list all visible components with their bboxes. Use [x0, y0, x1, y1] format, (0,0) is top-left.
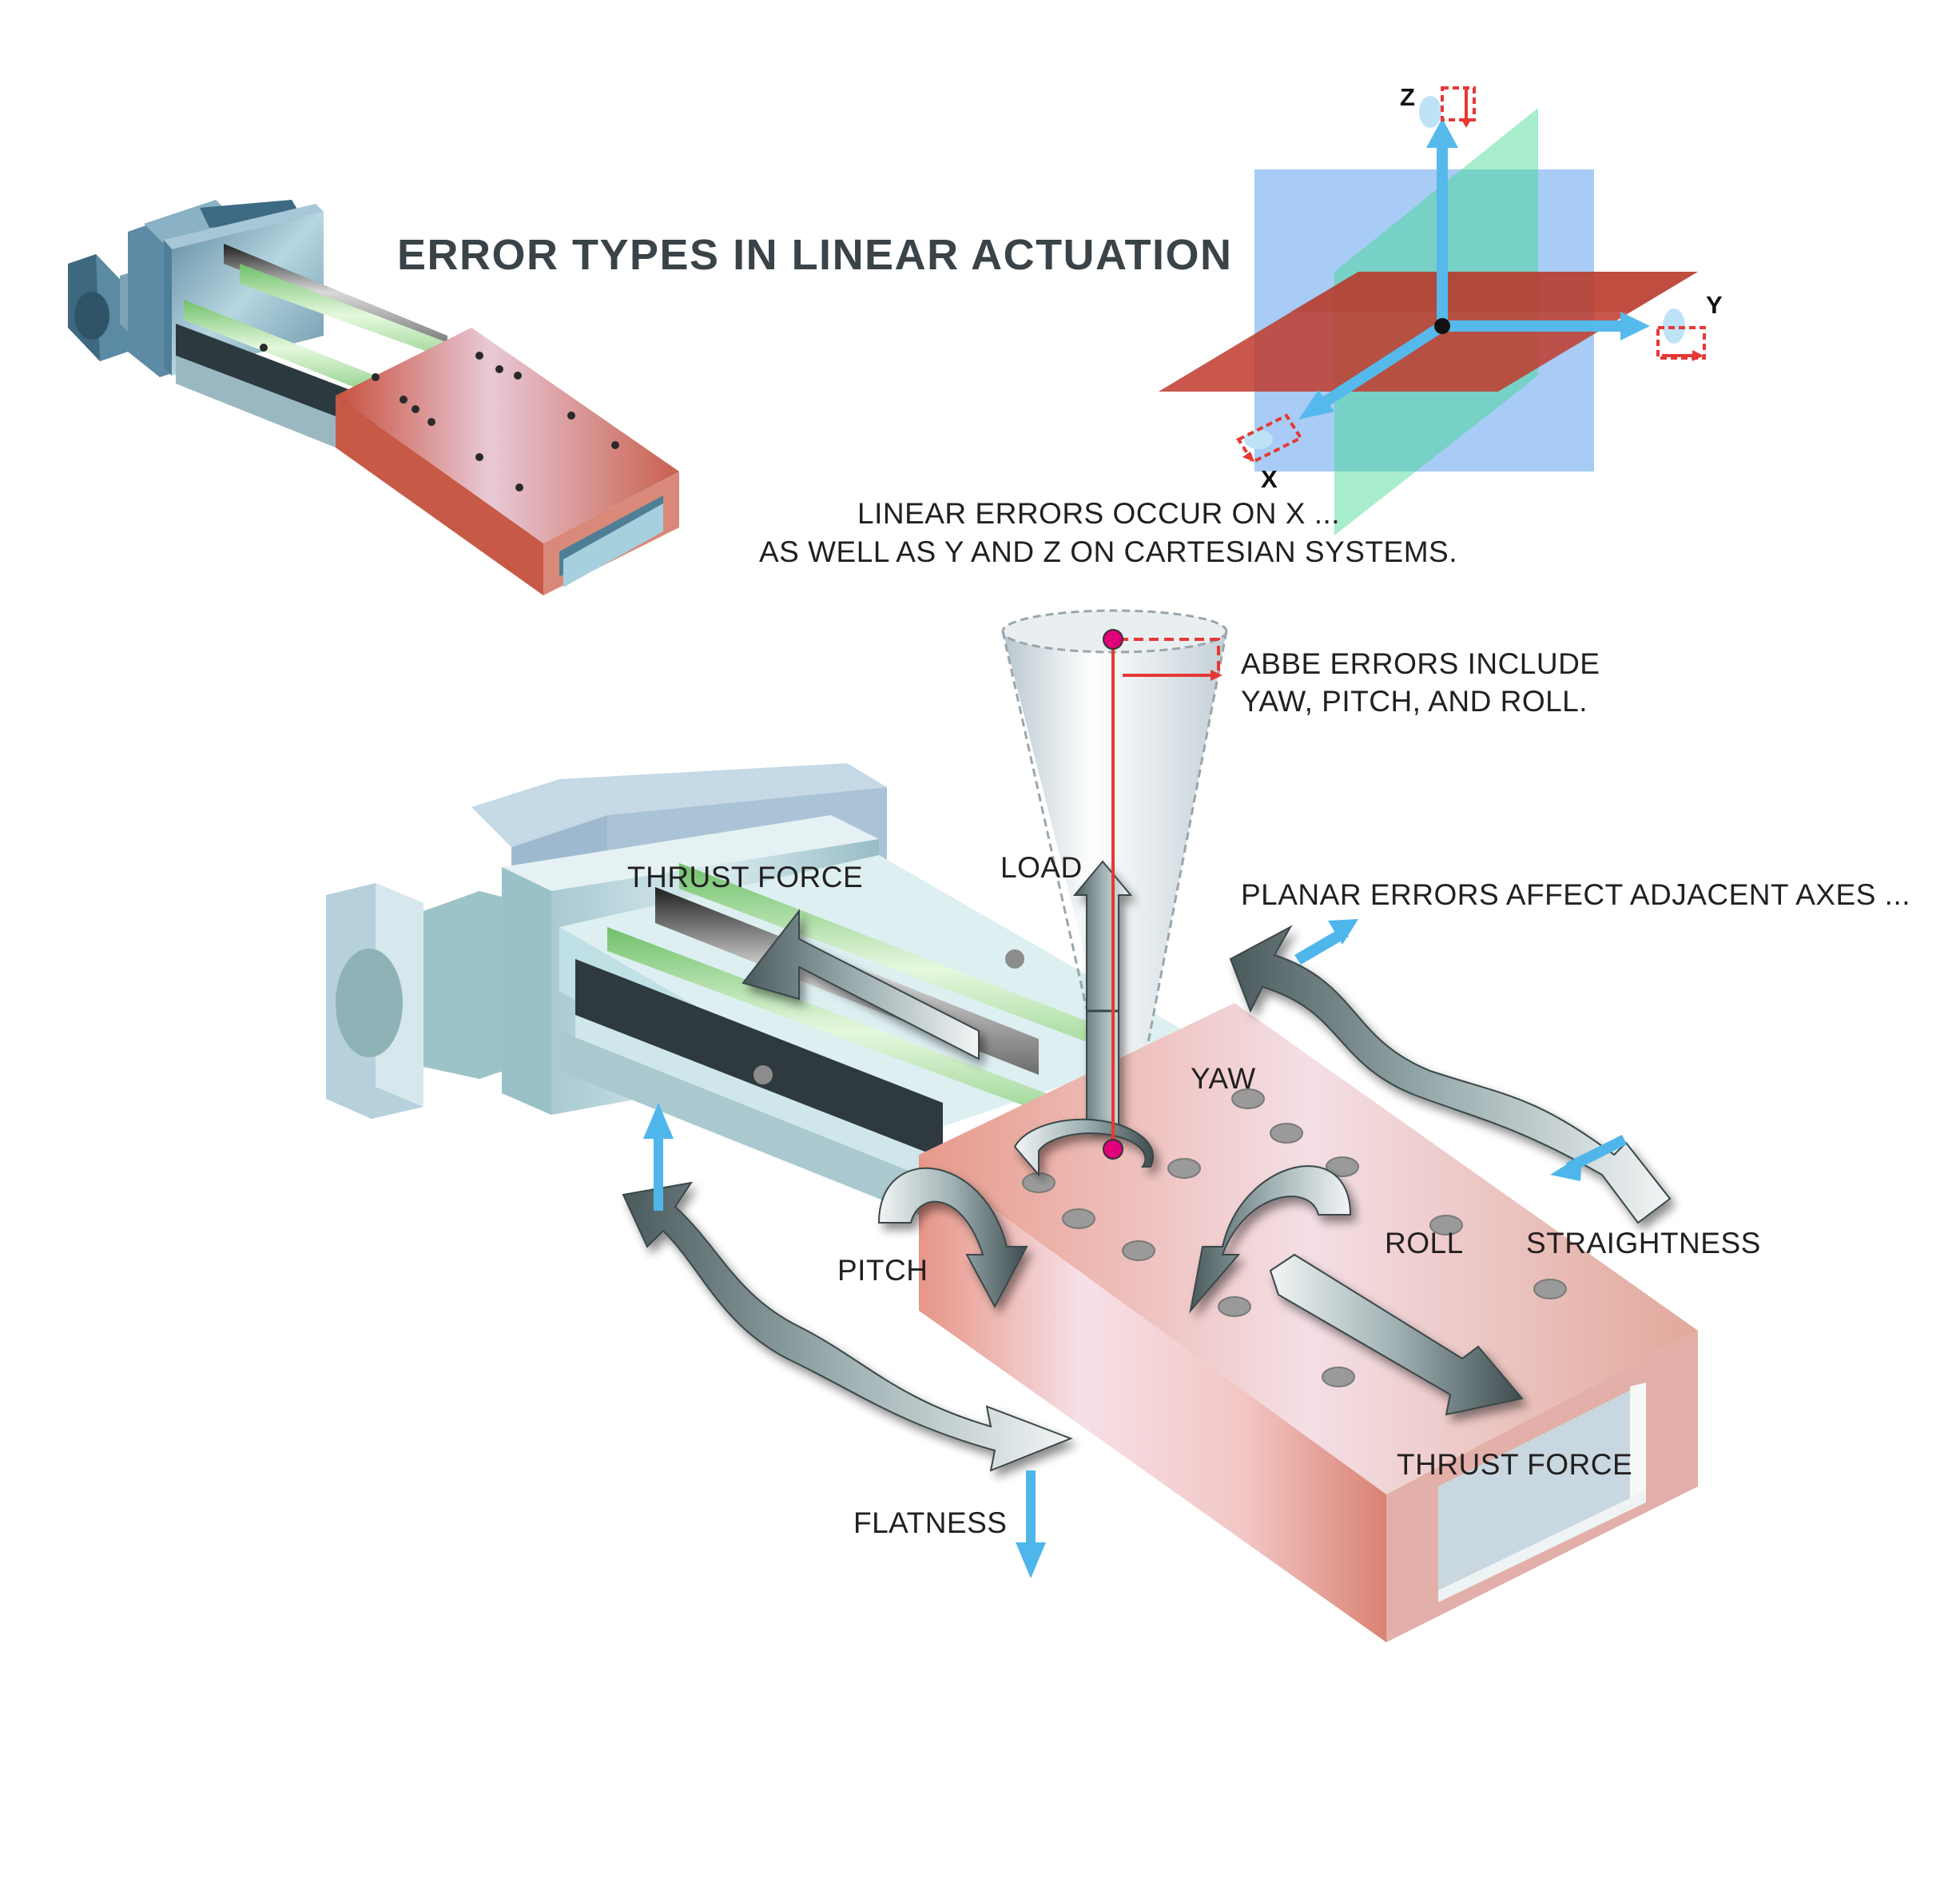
label-thrust-force-bottom: THRUST FORCE — [1397, 1448, 1632, 1481]
small-actuator-illustration — [68, 200, 679, 595]
flatness-arrow — [622, 1181, 1073, 1472]
straightness-arrow — [1229, 925, 1672, 1224]
large-actuator-illustration — [326, 609, 1698, 1642]
planar-errors-note: PLANAR ERRORS AFFECT ADJACENT AXES ... — [1241, 878, 1910, 911]
axis-label-y: Y — [1706, 291, 1723, 319]
axis-label-x: X — [1261, 465, 1278, 493]
abbe-errors-line2: YAW, PITCH, AND ROLL. — [1241, 685, 1588, 718]
label-thrust-force-top: THRUST FORCE — [627, 861, 863, 893]
small-carriage — [260, 328, 679, 595]
abbe-errors-line1: ABBE ERRORS INCLUDE — [1241, 647, 1600, 680]
blue-direction-arrows — [643, 919, 1627, 1578]
label-roll: ROLL — [1385, 1227, 1464, 1259]
label-load: LOAD — [1000, 851, 1083, 884]
roll-arrow — [1189, 1165, 1352, 1314]
label-straightness: STRAIGHTNESS — [1526, 1227, 1761, 1259]
thrust-force-arrow-top — [741, 909, 980, 1060]
label-flatness: FLATNESS — [853, 1506, 1007, 1539]
label-yaw: YAW — [1191, 1062, 1256, 1095]
linear-errors-line1: LINEAR ERRORS OCCUR ON X ... — [857, 497, 1340, 530]
label-pitch: PITCH — [837, 1254, 928, 1287]
axis-error-markers — [1236, 86, 1706, 464]
yaw-arrow — [1013, 1118, 1155, 1177]
axis-label-z: Z — [1400, 83, 1415, 111]
thrust-force-arrow-bottom — [1269, 1253, 1524, 1416]
linear-errors-line2: AS WELL AS Y AND Z ON CARTESIAN SYSTEMS. — [759, 535, 1457, 568]
page-title: ERROR TYPES IN LINEAR ACTUATION — [397, 231, 1233, 279]
pitch-arrow — [877, 1167, 1028, 1309]
abbe-error-marker — [1103, 629, 1223, 1160]
coordinate-system-diagram: Z Y X — [1159, 83, 1723, 535]
